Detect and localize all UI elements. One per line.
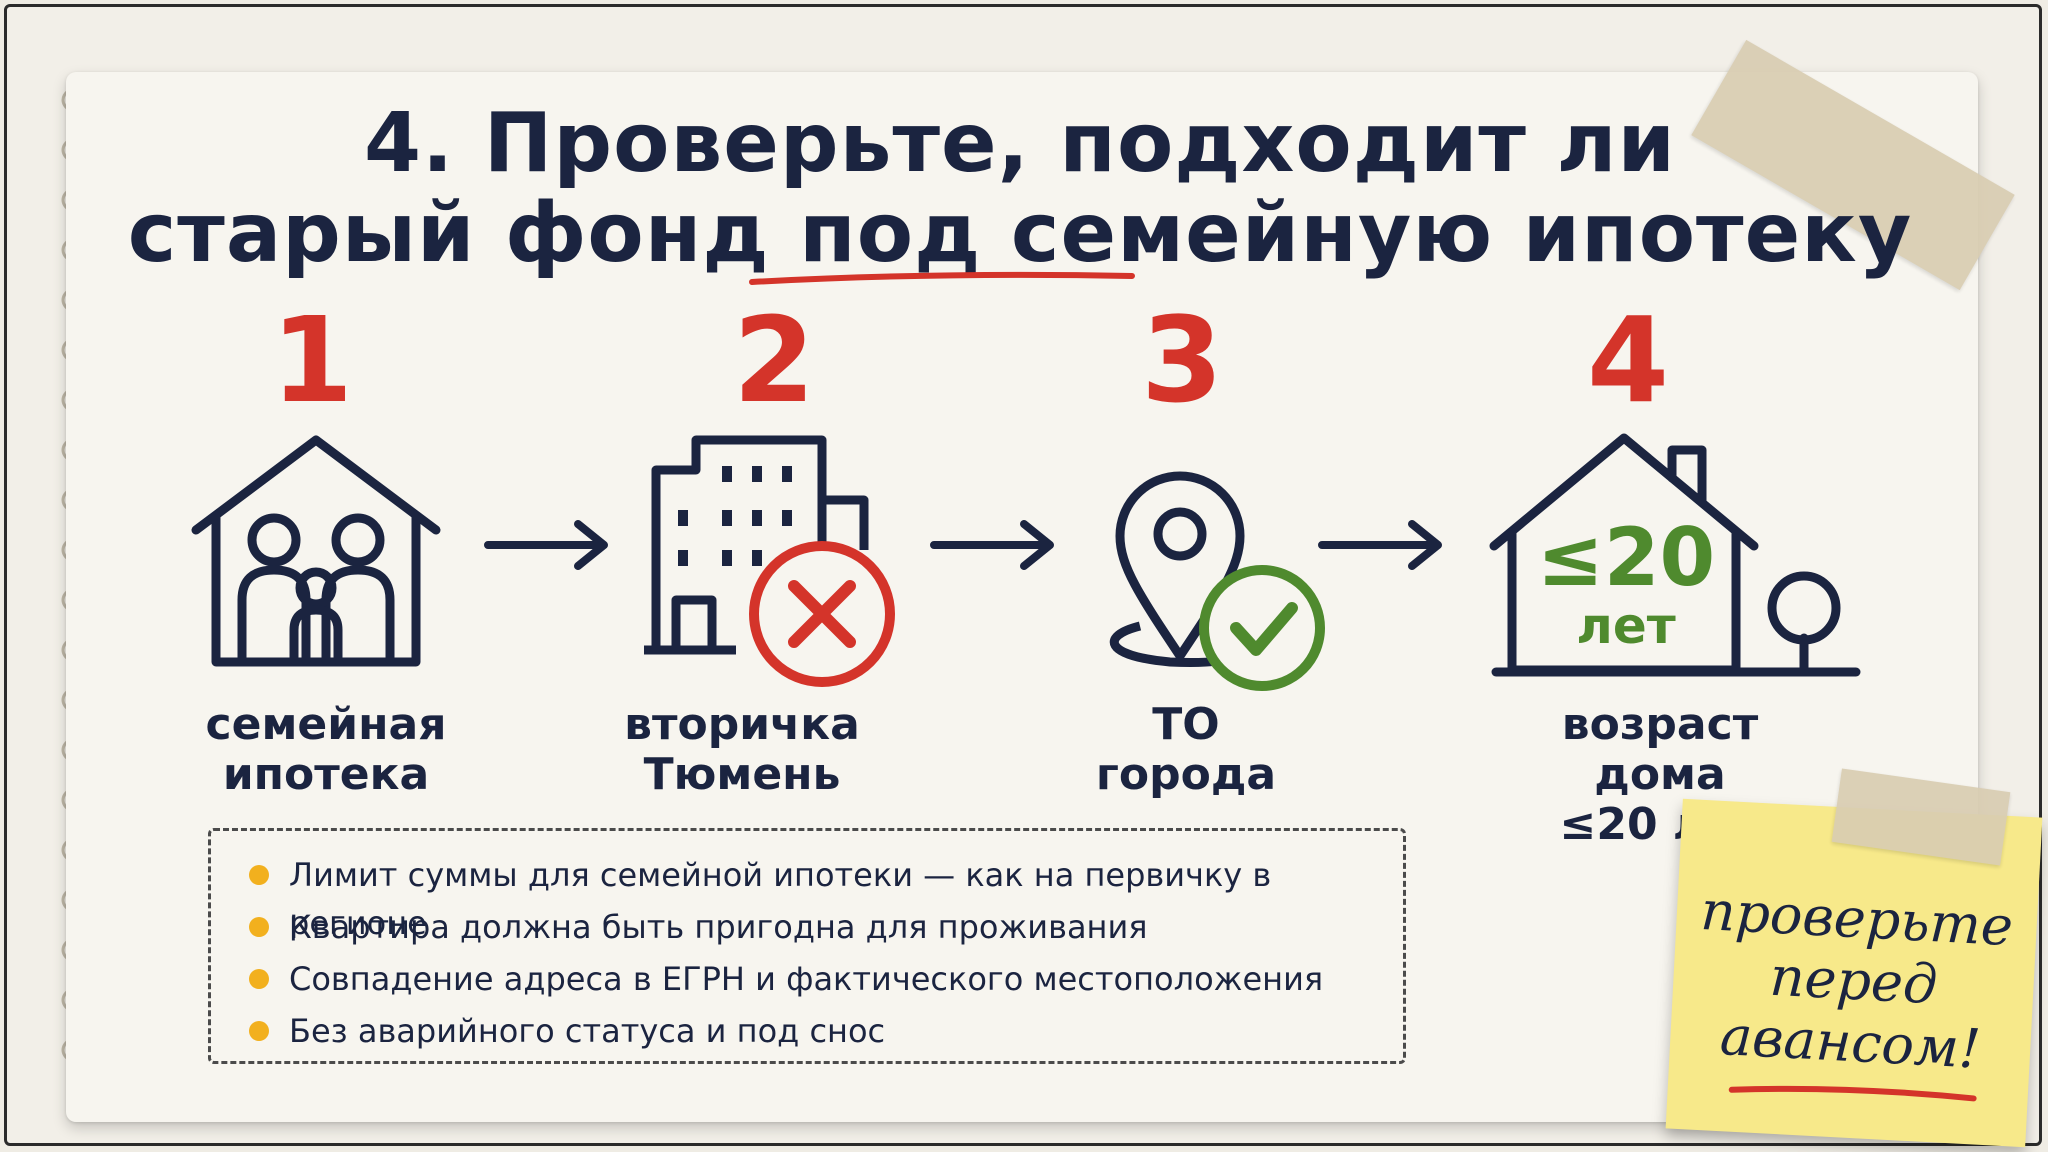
step-label-1: семейная ипотека bbox=[205, 699, 447, 800]
step-number-4: 4 bbox=[1586, 291, 1670, 429]
page-title-line1: 4. Проверьте, подходит ли bbox=[363, 96, 1676, 191]
list-item: Совпадение адреса в ЕГРН и фактического … bbox=[247, 955, 1403, 1007]
bullet-dot-icon bbox=[249, 969, 269, 989]
list-item: Лимит суммы для семейной ипотеки — как н… bbox=[247, 851, 1403, 942]
age-badge-value: ≤20 bbox=[1536, 511, 1716, 604]
sticky-underline bbox=[1728, 1085, 1977, 1102]
list-item: Квартира должна быть пригодна для прожив… bbox=[247, 903, 1403, 955]
list-item: Без аварийного статуса и под снос bbox=[247, 1007, 1403, 1059]
location-check-icon bbox=[1109, 471, 1325, 691]
notebook-paper bbox=[66, 72, 1978, 1122]
arrow-right-icon bbox=[1318, 520, 1442, 570]
requirements-box: Лимит суммы для семейной ипотеки — как н… bbox=[208, 828, 1406, 1064]
requirements-list: Лимит суммы для семейной ипотеки — как н… bbox=[211, 831, 1403, 1059]
arrow-right-icon bbox=[484, 520, 608, 570]
bullet-dot-icon bbox=[249, 865, 269, 885]
sticky-note-text: проверьте перед авансом! bbox=[1699, 878, 2015, 1081]
bullet-dot-icon bbox=[249, 1021, 269, 1041]
step-label-2: вторичка Тюмень bbox=[624, 699, 860, 800]
step-number-3: 3 bbox=[1140, 291, 1224, 429]
age-badge-unit: лет bbox=[1576, 597, 1676, 655]
building-cross-icon bbox=[644, 435, 895, 687]
title-underline bbox=[749, 271, 1135, 285]
bullet-dot-icon bbox=[249, 917, 269, 937]
arrow-right-icon bbox=[930, 520, 1054, 570]
step-number-2: 2 bbox=[732, 291, 816, 429]
page-title-line2: старый фонд под семейную ипотеку bbox=[127, 186, 1913, 281]
step-label-3: ТО города bbox=[1095, 699, 1277, 800]
family-house-icon bbox=[191, 435, 441, 667]
house-tree-icon: ≤20 лет bbox=[1486, 428, 1866, 688]
step-number-1: 1 bbox=[270, 291, 354, 429]
sticky-note: проверьте перед авансом! bbox=[1665, 798, 2043, 1148]
house-outline-icon bbox=[1489, 433, 1861, 677]
